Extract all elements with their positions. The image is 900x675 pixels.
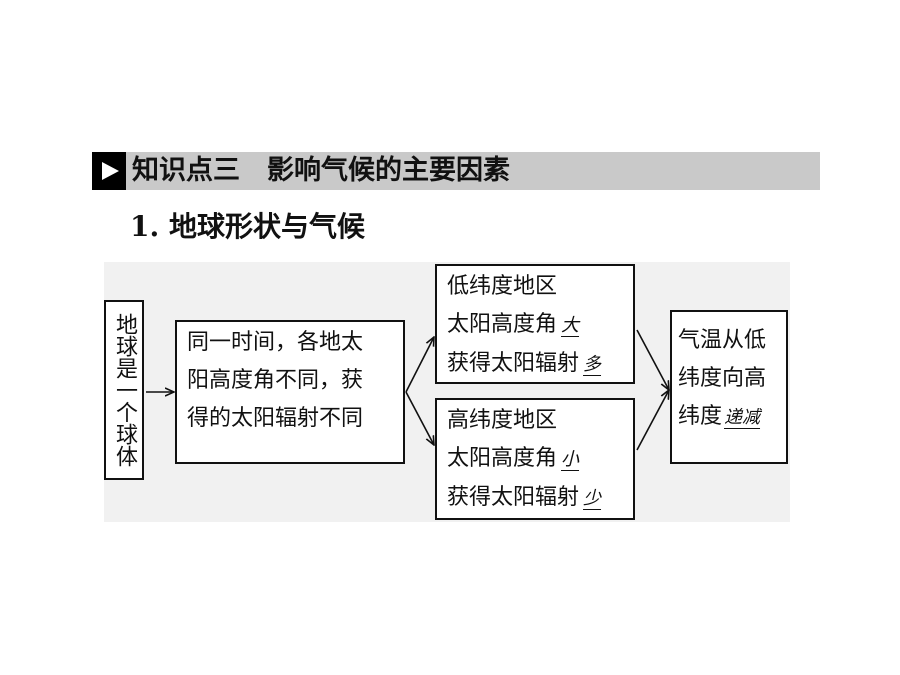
section-header-bar: 知识点三 影响气候的主要因素 bbox=[92, 152, 820, 190]
arrow-angle-to-high bbox=[405, 391, 434, 445]
low-latitude-title: 低纬度地区 bbox=[447, 274, 558, 299]
play-triangle-icon bbox=[102, 162, 119, 180]
high-angle-answer: 小 bbox=[561, 449, 580, 470]
subtitle: 1. 地球形状与气候 bbox=[130, 210, 365, 243]
low-latitude-angle-line: 太阳高度角大 bbox=[447, 306, 633, 345]
temperature-line-2: 纬度向高 bbox=[678, 366, 767, 391]
low-latitude-box: 低纬度地区 太阳高度角大 获得太阳辐射多 bbox=[435, 264, 635, 384]
section-title: 知识点三 影响气候的主要因素 bbox=[132, 155, 510, 186]
arrow-low-to-temp bbox=[636, 329, 669, 390]
section-marker bbox=[92, 152, 126, 190]
low-radiation-answer: 多 bbox=[583, 354, 602, 375]
high-radiation-text: 获得太阳辐射 bbox=[447, 485, 580, 510]
high-latitude-radiation-line: 获得太阳辐射少 bbox=[447, 479, 633, 518]
temperature-line-1: 气温从低 bbox=[678, 328, 767, 353]
low-angle-text: 太阳高度角 bbox=[447, 312, 558, 337]
solar-angle-line-3: 得的太阳辐射不同 bbox=[187, 406, 364, 431]
solar-angle-box: 同一时间，各地太 阳高度角不同，获 得的太阳辐射不同 bbox=[175, 320, 405, 464]
high-latitude-title: 高纬度地区 bbox=[447, 408, 558, 433]
arrow-high-to-temp bbox=[636, 390, 669, 451]
earth-shape-box: 地球是一个球体 bbox=[104, 300, 144, 480]
high-angle-text: 太阳高度角 bbox=[447, 446, 558, 471]
high-radiation-answer: 少 bbox=[583, 488, 602, 509]
low-radiation-text: 获得太阳辐射 bbox=[447, 351, 580, 376]
arrow-angle-to-low bbox=[405, 337, 434, 393]
temperature-text: 纬度 bbox=[678, 404, 723, 429]
high-latitude-box: 高纬度地区 太阳高度角小 获得太阳辐射少 bbox=[435, 398, 635, 520]
high-latitude-angle-line: 太阳高度角小 bbox=[447, 440, 633, 479]
temperature-line-3: 纬度递减 bbox=[678, 398, 786, 437]
temperature-answer: 递减 bbox=[724, 407, 761, 428]
temperature-box: 气温从低 纬度向高 纬度递减 bbox=[670, 310, 788, 464]
low-angle-answer: 大 bbox=[561, 315, 580, 336]
low-latitude-radiation-line: 获得太阳辐射多 bbox=[447, 345, 633, 384]
solar-angle-line-2: 阳高度角不同，获 bbox=[187, 368, 364, 393]
solar-angle-line-1: 同一时间，各地太 bbox=[187, 330, 364, 355]
